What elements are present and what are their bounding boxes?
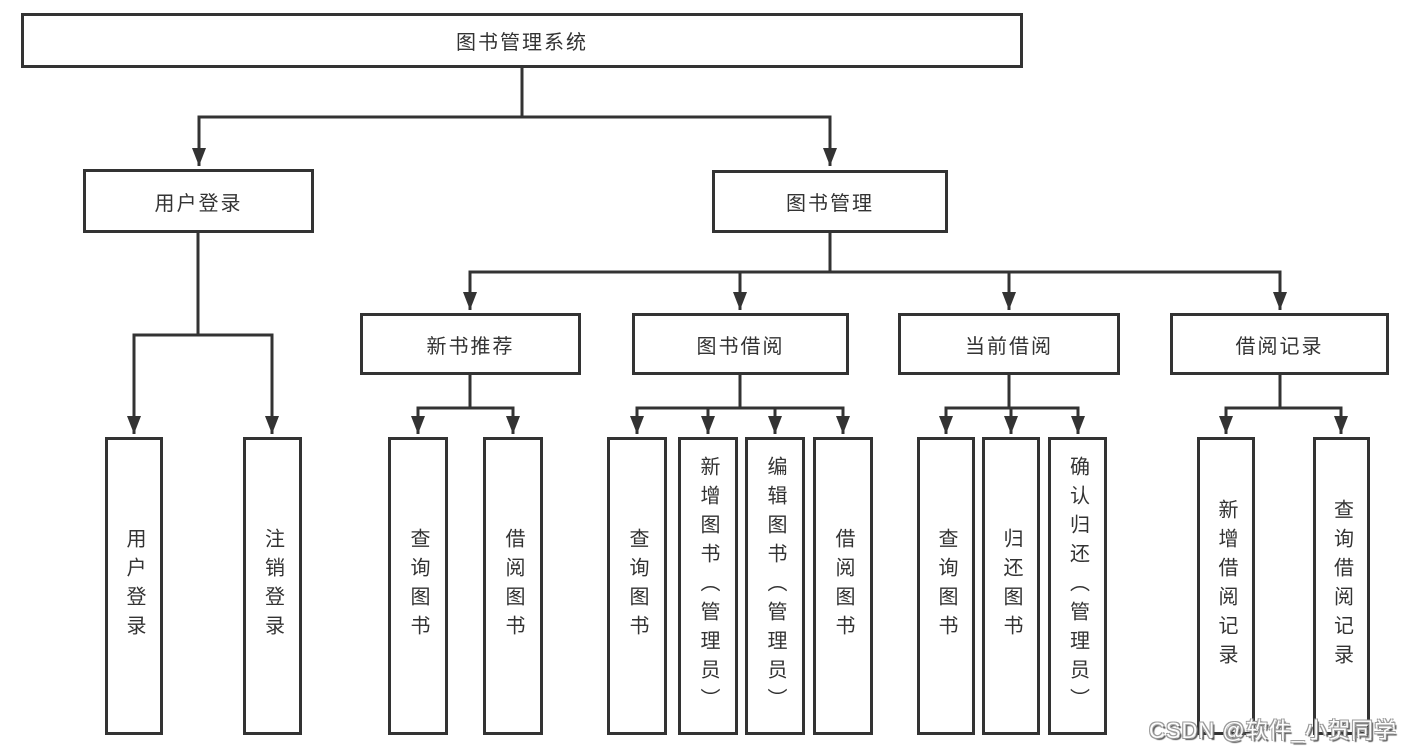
leaf-bb-borrow-books: 借阅图书 [813, 437, 873, 735]
leaf-bb-query-books: 查询图书 [607, 437, 667, 735]
node-label: 借阅记录 [1235, 335, 1324, 358]
node-label: 注销登录 [261, 528, 284, 644]
node-label: 新增图书（管理员） [697, 455, 719, 717]
node-label: 查询图书 [935, 528, 957, 644]
leaf-logout-login: 注销登录 [243, 437, 302, 735]
leaf-nb-borrow-books: 借阅图书 [483, 437, 543, 735]
node-label: 当前借阅 [965, 335, 1053, 358]
node-label: 归还图书 [1000, 528, 1022, 644]
leaf-cb-confirm-return-admin: 确认归还（管理员） [1048, 437, 1107, 735]
watermark: CSDN @软件_小贺同学 [1148, 718, 1397, 743]
node-label: 查询图书 [407, 528, 429, 644]
node-book-management: 图书管理 [712, 170, 948, 233]
leaf-cb-query-books: 查询图书 [917, 437, 975, 735]
node-root: 图书管理系统 [21, 13, 1023, 68]
node-label: 图书管理系统 [456, 32, 588, 54]
node-label: 借阅图书 [502, 528, 524, 644]
leaf-br-query-borrow-record: 查询借阅记录 [1313, 437, 1370, 735]
node-borrowing-records: 借阅记录 [1170, 313, 1389, 375]
node-label: 图书管理 [786, 193, 874, 215]
node-label: 用户登录 [123, 528, 145, 644]
node-label: 确认归还（管理员） [1066, 455, 1089, 717]
node-label: 新增借阅记录 [1215, 499, 1237, 673]
leaf-user-login: 用户登录 [105, 437, 163, 735]
node-current-borrowing: 当前借阅 [898, 313, 1120, 375]
node-label: 图书借阅 [696, 335, 785, 358]
node-new-book-recommendation: 新书推荐 [360, 313, 581, 375]
node-book-borrowing: 图书借阅 [632, 313, 849, 375]
leaf-nb-query-books: 查询图书 [388, 437, 448, 735]
node-label: 新书推荐 [426, 335, 515, 358]
node-label: 用户登录 [154, 192, 243, 215]
node-label: 查询图书 [626, 528, 648, 644]
leaf-bb-add-books-admin: 新增图书（管理员） [678, 437, 738, 735]
node-label: 借阅图书 [832, 528, 854, 644]
node-label: 编辑图书（管理员） [764, 455, 786, 717]
leaf-br-add-borrow-record: 新增借阅记录 [1197, 437, 1255, 735]
leaf-bb-edit-books-admin: 编辑图书（管理员） [745, 437, 805, 735]
node-user-login: 用户登录 [83, 169, 314, 233]
node-label: 查询借阅记录 [1330, 499, 1353, 673]
leaf-cb-return-books: 归还图书 [982, 437, 1040, 735]
